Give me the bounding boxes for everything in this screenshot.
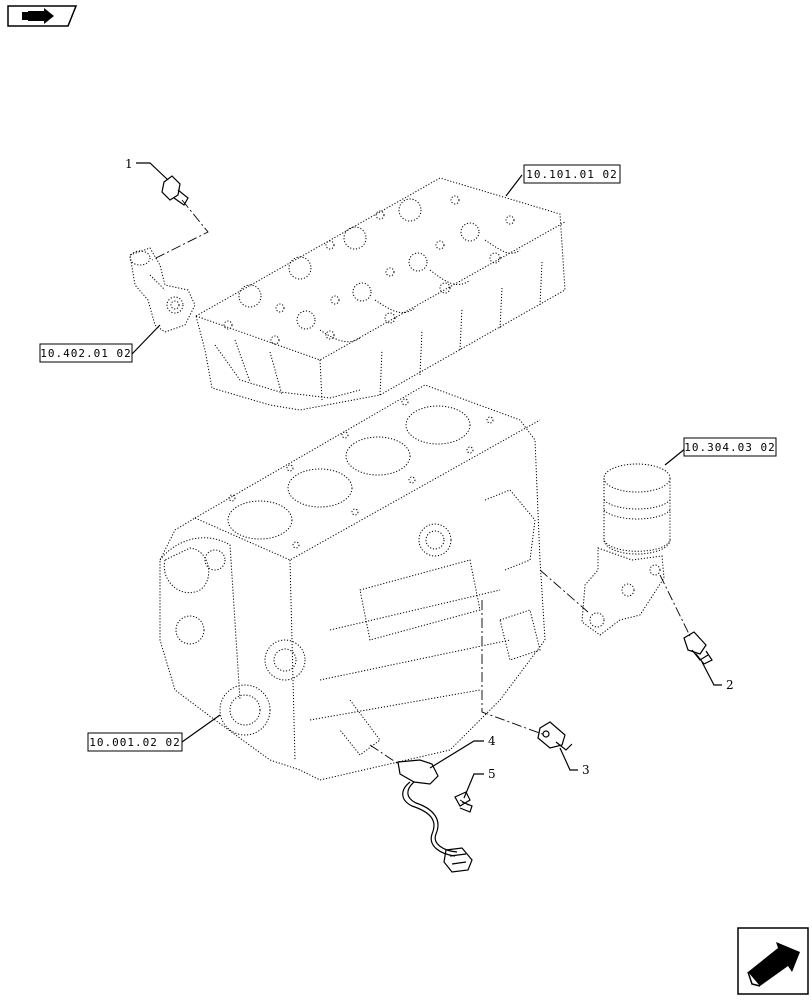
svg-text:10.402.01 02: 10.402.01 02 xyxy=(40,347,131,360)
thermostat-housing xyxy=(129,247,196,333)
next-page-arrow-icon[interactable] xyxy=(737,927,809,995)
callout-2: 2 xyxy=(726,678,734,692)
callout-3: 3 xyxy=(582,763,590,777)
sensor-item-3 xyxy=(537,721,573,751)
callout-1: 1 xyxy=(125,157,133,171)
oil-filter xyxy=(581,463,671,636)
crankshaft-sensor-item-4 xyxy=(397,759,473,873)
cylinder-head xyxy=(195,177,566,411)
assembly-center-lines xyxy=(151,199,691,807)
svg-text:10.001.02 02: 10.001.02 02 xyxy=(89,736,180,749)
ref-box-oil-filter[interactable]: 10.304.03 02 xyxy=(683,437,777,457)
ref-box-cylinder-head[interactable]: 10.101.01 02 xyxy=(523,164,621,184)
svg-text:10.304.03 02: 10.304.03 02 xyxy=(684,441,775,454)
oil-pressure-switch-item-2 xyxy=(683,631,713,665)
temperature-sensor-item-1 xyxy=(161,175,189,206)
callout-5: 5 xyxy=(488,767,496,781)
engine-block xyxy=(159,384,546,781)
ref-box-engine-block[interactable]: 10.001.02 02 xyxy=(87,732,183,752)
block-cylinder-bores xyxy=(227,405,471,540)
ref-box-thermostat-housing[interactable]: 10.402.01 02 xyxy=(39,343,133,363)
page-back-icon[interactable] xyxy=(7,5,78,27)
callout-4: 4 xyxy=(488,734,496,748)
svg-text:10.101.01 02: 10.101.01 02 xyxy=(526,168,617,181)
leader-lines xyxy=(131,162,722,799)
block-bolt-holes xyxy=(228,398,494,549)
head-valve-bores xyxy=(223,195,515,345)
